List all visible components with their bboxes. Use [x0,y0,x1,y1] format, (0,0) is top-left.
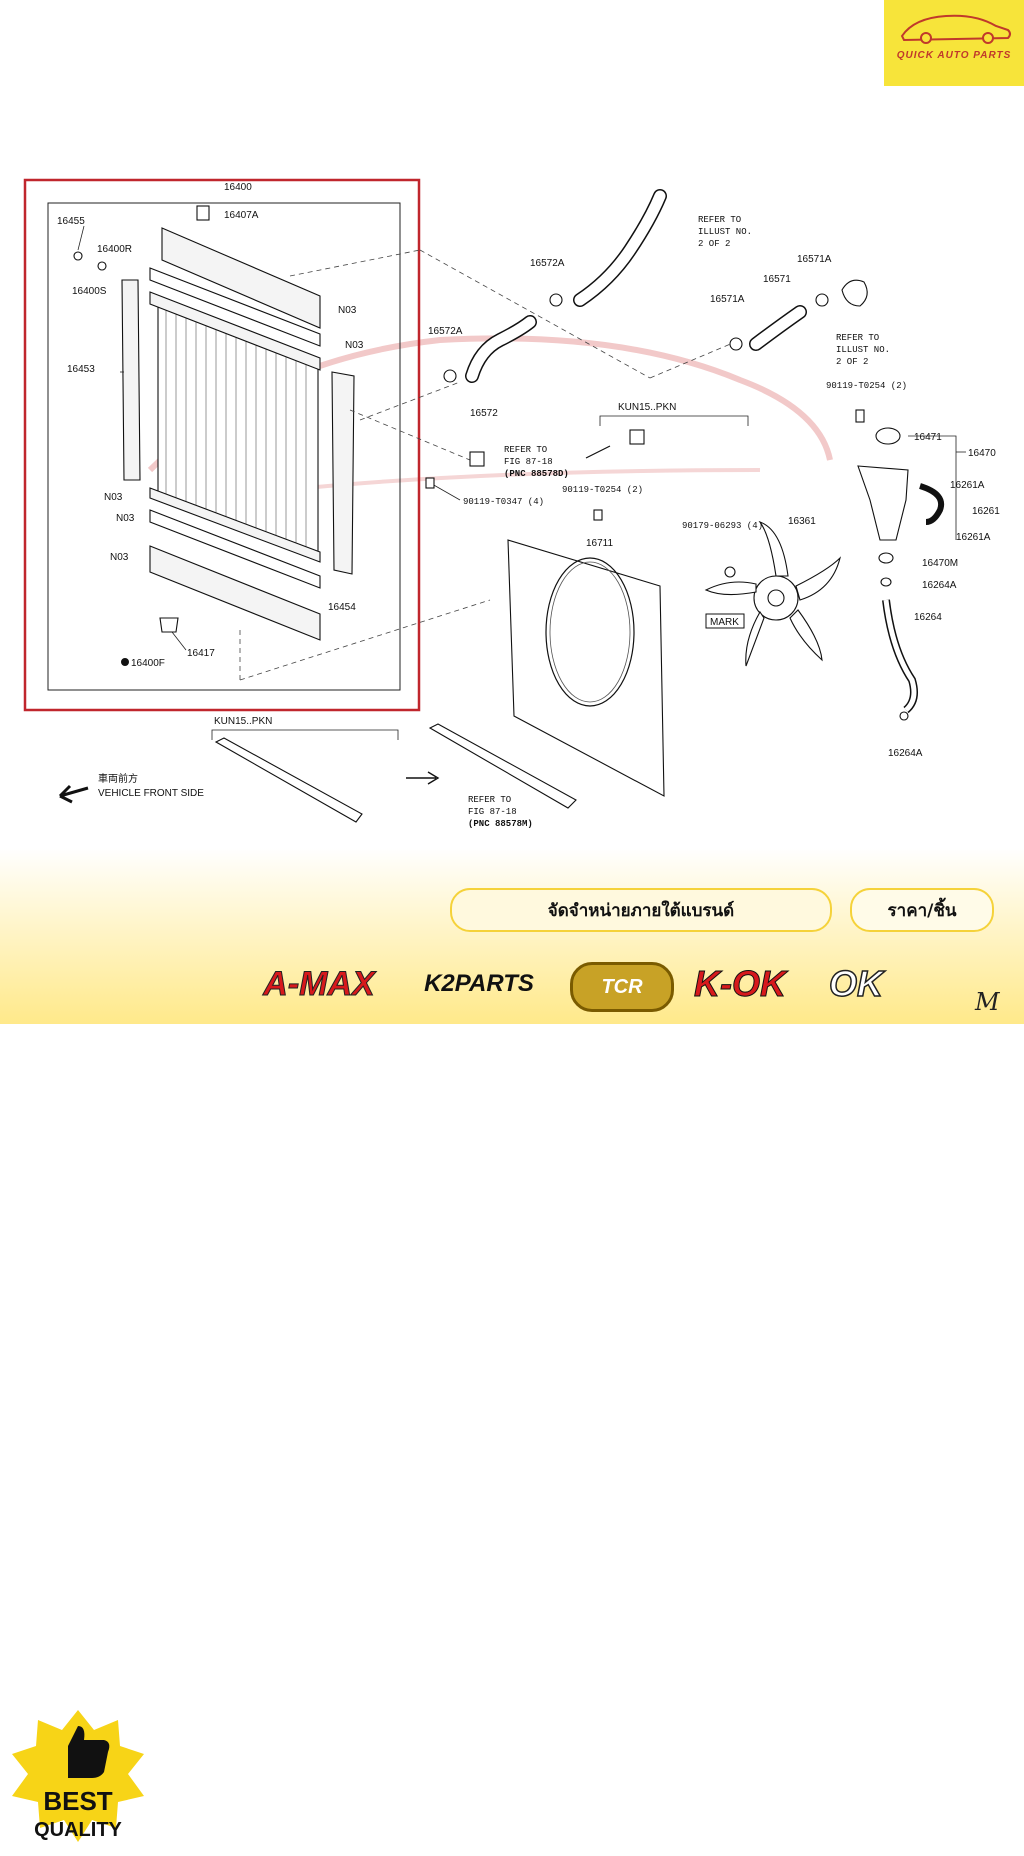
brand-ok-logo: OK [828,962,884,1005]
callout-16571a-left: 16571A [710,294,745,305]
reservoir-16470 [857,427,909,587]
callout-16261: 16261 [972,506,1000,517]
radiator-group-frame [23,178,421,712]
cushion-kun15 [629,429,645,445]
bolt-icon [855,409,865,423]
callout-n03-d: N03 [116,513,135,524]
fan-shroud-16711 [507,539,665,797]
hose-16261 [919,483,944,525]
callout-16261a-top: 16261A [950,480,985,491]
drain-cock [159,617,179,633]
mark-label: MARK [710,617,739,628]
radiator-core [149,291,321,563]
right-support [331,371,355,575]
callout-16471: 16471 [914,432,942,443]
car-logo-icon [900,14,1011,44]
callout-16400f: 16400F [131,658,165,669]
refer-fig-b: REFER TO FIG 87-18 (PNC 88578M) [468,795,533,829]
callout-16572a-mid: 16572A [428,326,463,337]
kun15-label-top: KUN15..PKN [618,402,676,413]
cushion-88578d [469,451,485,467]
left-support [121,279,141,481]
radiator-cap [196,205,210,221]
callout-16264a-top: 16264A [922,580,957,591]
logo-text: QUICK AUTO PARTS [896,50,1012,61]
fan-blade-16361 [704,520,842,667]
signature-mark: M [975,988,1000,1016]
callout-16400r: 16400R [97,244,132,255]
callout-n03-c: N03 [104,492,123,503]
callout-16572: 16572 [470,408,498,419]
brand-k2parts-logo: K2PARTS [424,970,534,997]
refer-illust-right: REFER TO ILLUST NO. 2 OF 2 [836,333,895,367]
arrow-right-icon [406,771,440,785]
refer-fig-a: REFER TO FIG 87-18 (PNC 88578D) [504,445,569,479]
callout-90179: 90179-06293 (4) [682,521,763,531]
vehicle-front-jp: 車両前方 [98,772,138,785]
refer-illust-top: REFER TO ILLUST NO. 2 OF 2 [698,215,757,249]
brand-kok-logo: K-OK [694,963,787,1005]
clamp-16572a-mid [443,369,457,383]
callout-16455: 16455 [57,216,85,227]
arrow-icon [585,445,611,459]
callout-16453: 16453 [67,364,95,375]
upper-tank [161,227,321,329]
callout-n03-b: N03 [345,340,364,351]
callout-16417: 16417 [187,648,215,659]
lower-gasket [149,509,321,589]
price-pill: ราคา/ชิ้น [850,888,994,932]
brand-logo: QUICK AUTO PARTS [884,0,1024,86]
callout-16470m: 16470M [922,558,958,569]
callout-16571a-right: 16571A [797,254,832,265]
callout-16407a: 16407A [224,210,259,221]
callout-16470: 16470 [968,448,996,459]
clamp-16572a-top [549,293,563,307]
callout-16264a-bot: 16264A [888,748,923,759]
radiator-subframe [47,202,401,691]
mark-box [705,613,745,629]
upper-gasket [149,267,321,347]
callout-16572a-top: 16572A [530,258,565,269]
best-text: BEST [43,1786,112,1816]
callout-90119-t0254-b: 90119-T0254 (2) [826,381,907,391]
vehicle-front-en: VEHICLE FRONT SIDE [98,788,204,799]
best-quality-badge: BEST QUALITY [12,1710,144,1842]
clamp-16571a-right [815,293,829,307]
callout-n03-a: N03 [338,305,357,316]
promo-banner: BEST QUALITY จัดจำหน่ายภายใต้แบรนด์ ราคา… [0,848,1024,1842]
support-bar-right [428,723,577,809]
thermostat-housing [841,279,868,307]
callout-90119-t0254-a: 90119-T0254 (2) [562,485,643,495]
callout-n03-e: N03 [110,552,129,563]
quality-text: QUALITY [34,1819,122,1841]
callout-16400: 16400 [224,182,252,193]
gasket-16400f [121,658,129,666]
bolt-icon [425,477,435,489]
callout-16454: 16454 [328,602,356,613]
callout-16571: 16571 [763,274,791,285]
callout-90119-t0347: 90119-T0347 (4) [463,497,544,507]
support-bar-left [214,737,363,823]
plug-16400r [97,261,107,271]
callout-16711: 16711 [586,538,614,549]
lower-tank [149,545,321,641]
callout-16264: 16264 [914,612,942,623]
bolt-icon [593,509,603,521]
brand-tcr-logo: TCR [570,962,674,1012]
arrow-left-icon [58,784,89,804]
bolt-16455 [73,251,83,261]
distributor-pill: จัดจำหน่ายภายใต้แบรนด์ [450,888,832,932]
brand-amax-logo: A-MAX [263,964,375,1003]
nut-icon [724,566,736,578]
parts-diagram: 16400 16407A 16455 16400R 16400S 16453 N… [23,178,1000,829]
callout-16261a-bot: 16261A [956,532,991,543]
clamp-16571a-left [729,337,743,351]
clamp-16264a [899,711,909,721]
kun15-label-bottom: KUN15..PKN [214,716,272,727]
callout-16400s: 16400S [72,286,107,297]
callout-16361: 16361 [788,516,816,527]
